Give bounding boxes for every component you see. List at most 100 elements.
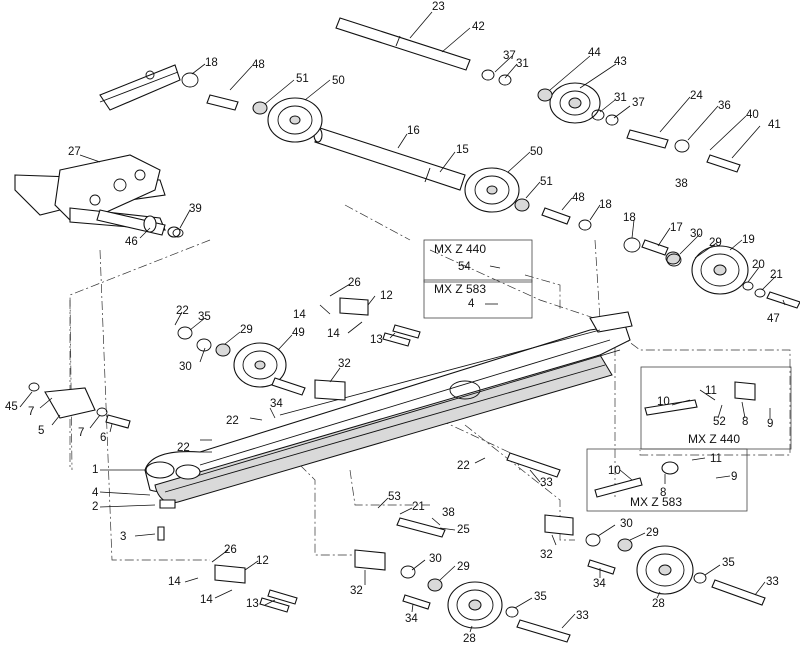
callout: 9: [731, 471, 737, 483]
wheel-28-right: [636, 545, 694, 595]
blocks: [44, 297, 756, 584]
callout-labels: 23 42 37 31 44 43 18 48 51 50 31 37 24 3…: [5, 1, 783, 645]
callout: 37: [632, 97, 645, 109]
rear-arm-assembly: [14, 64, 181, 231]
callout: 50: [530, 146, 543, 158]
callout: 10: [657, 396, 670, 408]
callout: 32: [350, 585, 363, 597]
callout: 46: [125, 236, 138, 248]
callout: 34: [405, 613, 418, 625]
callout: 2: [92, 501, 98, 513]
callout: 47: [767, 313, 780, 325]
callout: 40: [746, 109, 759, 121]
callout: 13: [246, 598, 259, 610]
callout: 29: [709, 237, 722, 249]
variant-box-title: MX Z 440: [434, 242, 486, 256]
callout: 28: [652, 598, 665, 610]
callout: 42: [472, 21, 485, 33]
callout: 7: [28, 406, 34, 418]
callout: 44: [588, 47, 601, 59]
callout: 29: [646, 527, 659, 539]
callout: 27: [68, 146, 81, 158]
callout: 32: [338, 358, 351, 370]
callout: 39: [189, 203, 202, 215]
callout: 35: [198, 311, 211, 323]
callout: 9: [767, 418, 773, 430]
wheel-43: [549, 82, 601, 124]
callout: 11: [710, 453, 722, 465]
callout: 49: [292, 327, 305, 339]
callout: 22: [176, 305, 189, 317]
variant-box-title: MX Z 440: [688, 432, 740, 446]
variant-box-mxz583-right: [586, 448, 748, 512]
callout: 33: [576, 610, 589, 622]
callout: 8: [742, 416, 748, 428]
callout: 31: [614, 92, 627, 104]
callout: 34: [270, 398, 283, 410]
callout: 31: [516, 58, 529, 70]
wheel-28-center: [447, 581, 503, 629]
callout: 7: [78, 427, 84, 439]
callout: 48: [572, 192, 585, 204]
callout: 51: [540, 176, 553, 188]
rear-shaft: [96, 209, 181, 238]
callout: 18: [623, 212, 636, 224]
callout: 25: [457, 524, 470, 536]
callout: 43: [614, 56, 627, 68]
wheel-50-upper: [267, 97, 323, 143]
callout: 22: [177, 442, 190, 454]
callout: 35: [722, 557, 735, 569]
callout: 21: [770, 269, 783, 281]
callout: 33: [766, 576, 779, 588]
callout: 38: [675, 178, 688, 190]
upper-shaft: [335, 17, 471, 71]
callout: 52: [713, 416, 726, 428]
callout: 19: [742, 234, 755, 246]
wheel-49: [233, 342, 287, 388]
callout: 29: [240, 324, 253, 336]
callout: 3: [120, 531, 126, 543]
variant-box-mxz583-top: [423, 279, 533, 319]
callout: 6: [100, 432, 106, 444]
callout: 48: [252, 59, 265, 71]
callout: 16: [407, 125, 420, 137]
callout: 30: [620, 518, 633, 530]
callout: 45: [5, 401, 18, 413]
variant-box-title: MX Z 583: [630, 495, 682, 509]
callout: 53: [388, 491, 401, 503]
callout: 18: [599, 199, 612, 211]
callout: 18: [205, 57, 218, 69]
callout: 51: [296, 73, 309, 85]
callout: 41: [768, 119, 781, 131]
callout: 34: [593, 578, 606, 590]
callout: 21: [412, 501, 425, 513]
callout: 30: [690, 228, 703, 240]
callout: 8: [660, 487, 666, 499]
variant-boxes: MX Z 440 MX Z 583 MX Z 440 MX Z 583: [423, 239, 792, 512]
middle-shaft: [313, 127, 466, 191]
variant-box-mxz440-top: [423, 239, 533, 283]
callout: 14: [327, 328, 340, 340]
callout: 17: [670, 222, 683, 234]
bolts: [105, 94, 800, 643]
callout: 26: [348, 277, 361, 289]
callout: 13: [370, 334, 383, 346]
callout: 12: [256, 555, 269, 567]
wheel-50-lower: [464, 167, 520, 213]
callout: 32: [540, 549, 553, 561]
callout: 1: [92, 464, 98, 476]
callout: 28: [463, 633, 476, 645]
callout: 23: [432, 1, 445, 13]
callout: 10: [608, 465, 621, 477]
callout: 12: [380, 290, 393, 302]
variant-box-title: MX Z 583: [434, 282, 486, 296]
leader-lines: [19, 11, 786, 633]
callout: 36: [718, 100, 731, 112]
callout: 24: [690, 90, 703, 102]
callout: 30: [429, 553, 442, 565]
wheel-19: [691, 245, 749, 295]
callout: 33: [540, 477, 553, 489]
callout: 14: [168, 576, 181, 588]
callout: 22: [226, 415, 239, 427]
